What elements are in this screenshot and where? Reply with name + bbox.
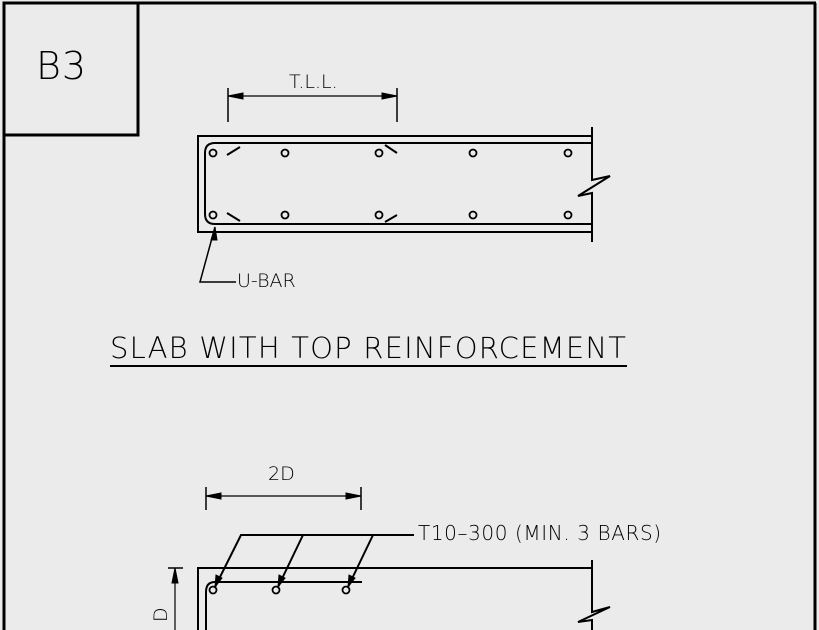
d-dimension-label: D xyxy=(150,607,172,622)
u-bar-callout: U-BAR xyxy=(237,270,296,292)
section-title: SLAB WITH TOP REINFORCEMENT xyxy=(110,331,628,367)
detail-tag: B3 xyxy=(36,44,88,88)
detail-tag-box xyxy=(2,1,140,137)
tll-dimension-label: T.L.L. xyxy=(289,71,338,93)
slab-section-bottom xyxy=(168,487,611,630)
bar-spec-callout: T10–300 (MIN. 3 BARS) xyxy=(418,521,662,545)
2d-dimension-label: 2D xyxy=(268,463,295,485)
slab-section-top xyxy=(197,88,611,283)
